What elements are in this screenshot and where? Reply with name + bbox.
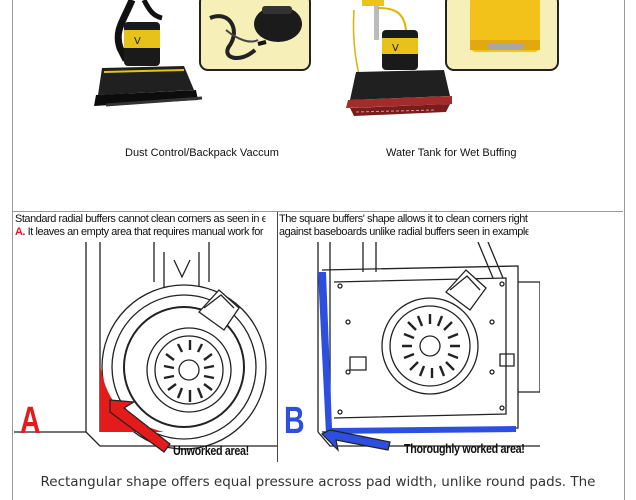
worked-area-label: Thoroughly worked area! xyxy=(404,442,525,456)
example-letter-b: B xyxy=(284,400,305,442)
svg-text:V: V xyxy=(392,43,399,54)
description-line: against baseboards unlike radial buffers… xyxy=(278,226,529,238)
square-buffer-drawing xyxy=(317,242,540,452)
example-marker-a: A. xyxy=(14,226,26,238)
description-line: Standard radial buffers cannot clean cor… xyxy=(14,213,266,225)
page-frame xyxy=(12,0,625,500)
square-buffer-panel: The square buffers' shape allows it to c… xyxy=(278,212,540,462)
svg-text:V: V xyxy=(134,36,141,47)
product-caption: Dust Control/Backpack Vaccum xyxy=(125,147,279,159)
water-tank-icon: V xyxy=(346,0,559,116)
accessories-section: V Dust Control/Backpack Vaccum xyxy=(12,0,623,212)
backpack-vacuum-icon: V xyxy=(94,0,311,107)
unworked-area-label: Unworked area! xyxy=(173,444,249,458)
description-line: The square buffers' shape allows it to c… xyxy=(278,213,529,225)
square-buffer-description: The square buffers' shape allows it to c… xyxy=(278,212,530,239)
radial-buffer-drawing xyxy=(14,242,277,453)
footer-description: Rectangular shape offers equal pressure … xyxy=(40,474,596,490)
product-caption: Water Tank for Wet Buffing xyxy=(386,147,517,159)
description-line: A. It leaves an empty area that requires… xyxy=(14,226,266,238)
product-backpack-vacuum: V Dust Control/Backpack Vaccum xyxy=(84,0,314,170)
product-water-tank: V Water Tank for Wet Buffing xyxy=(334,0,564,170)
radial-buffer-panel: Standard radial buffers cannot clean cor… xyxy=(14,212,278,462)
radial-buffer-description: Standard radial buffers cannot clean cor… xyxy=(14,212,266,239)
example-letter-a: A xyxy=(20,400,41,442)
